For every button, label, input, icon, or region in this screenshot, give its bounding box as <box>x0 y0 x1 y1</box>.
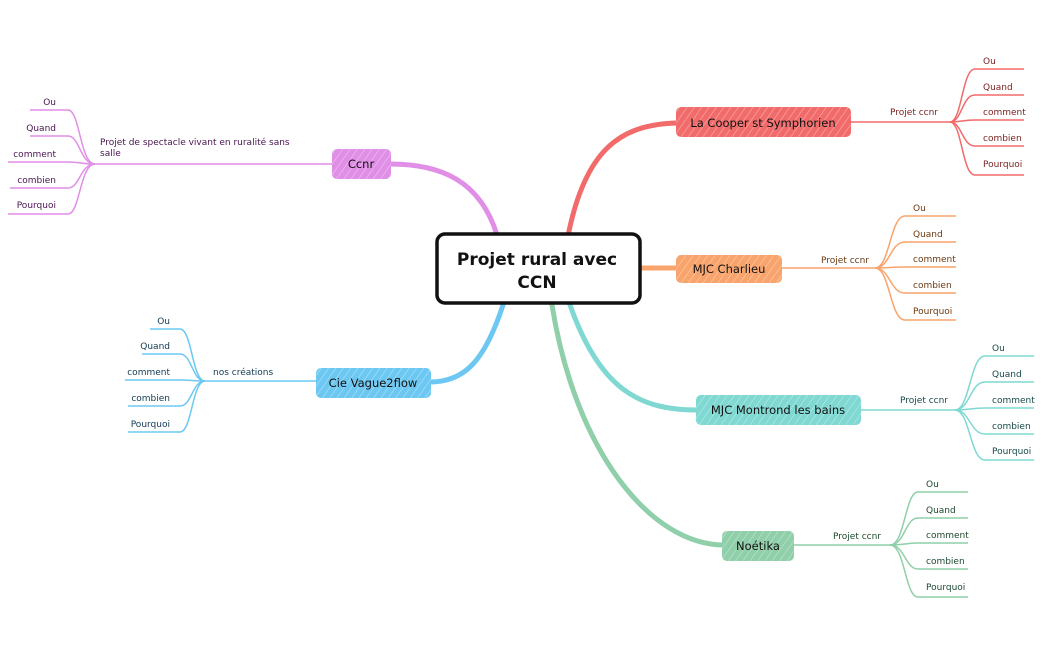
leaf-noetika-4: Pourquoi <box>926 583 965 593</box>
topic-cooper[interactable]: La Cooper st Symphorien <box>676 107 851 137</box>
leaf-vague-2: comment <box>127 368 170 378</box>
leaf-cooper-4: Pourquoi <box>983 160 1022 170</box>
center-title-line1: Projet rural avec <box>457 250 617 270</box>
leaf-noetika-3: combien <box>926 557 965 567</box>
leaf-noetika-2: comment <box>926 531 969 541</box>
connector-vague <box>427 302 506 385</box>
branch-ccnr-label-line1: Projet de spectacle vivant en ruralité s… <box>100 137 290 148</box>
leaf-vague-0: Ou <box>157 317 170 327</box>
branch-cooper <box>851 68 1024 176</box>
topic-vague[interactable]: Cie Vague2flow <box>316 368 431 398</box>
topic-ccnr[interactable]: Ccnr <box>332 149 391 179</box>
leaf-montrond-3: combien <box>992 422 1031 432</box>
leaf-cooper-3: combien <box>983 134 1022 144</box>
topic-vague-label: Cie Vague2flow <box>329 376 418 390</box>
leaf-cooper-0: Ou <box>983 57 996 67</box>
branch-noetika-label: Projet ccnr <box>833 532 881 542</box>
branch-noetika <box>794 491 968 598</box>
main-connectors <box>387 120 727 548</box>
topic-montrond[interactable]: MJC Montrond les bains <box>696 395 861 425</box>
topic-montrond-label: MJC Montrond les bains <box>711 403 845 417</box>
center-title-line2: CCN <box>517 273 556 293</box>
leaf-montrond-1: Quand <box>992 370 1022 380</box>
leaf-charlieu-0: Ou <box>913 204 926 214</box>
branch-vague <box>125 328 316 433</box>
topic-charlieu[interactable]: MJC Charlieu <box>676 255 782 283</box>
leaf-ccnr-2: comment <box>13 150 56 160</box>
branch-ccnr <box>8 109 332 215</box>
topic-noetika[interactable]: Noétika <box>722 531 794 561</box>
leaf-ccnr-0: Ou <box>43 98 56 108</box>
leaf-noetika-0: Ou <box>926 480 939 490</box>
leaf-ccnr-4: Pourquoi <box>17 201 56 211</box>
leaf-vague-4: Pourquoi <box>131 420 170 430</box>
leaf-vague-1: Quand <box>140 342 170 352</box>
connector-noetika <box>549 302 727 548</box>
leaf-vague-3: combien <box>131 394 170 404</box>
leaf-ccnr-3: combien <box>17 176 56 186</box>
leaf-charlieu-4: Pourquoi <box>913 307 952 317</box>
leaf-noetika-1: Quand <box>926 506 956 516</box>
branch-cooper-label: Projet ccnr <box>890 108 938 118</box>
topic-cooper-label: La Cooper st Symphorien <box>690 116 835 130</box>
leaf-montrond-0: Ou <box>992 344 1005 354</box>
connector-cooper <box>565 120 681 239</box>
leaf-charlieu-3: combien <box>913 281 952 291</box>
branch-charlieu-label: Projet ccnr <box>821 256 869 266</box>
branch-montrond <box>861 355 1034 461</box>
branch-charlieu <box>782 215 956 321</box>
center-node[interactable]: Projet rural avec CCN <box>435 232 642 305</box>
leaf-charlieu-2: comment <box>913 255 956 265</box>
topic-ccnr-label: Ccnr <box>348 157 375 171</box>
branch-ccnr-label-line2: salle <box>100 149 121 159</box>
leaf-ccnr-1: Quand <box>26 124 56 134</box>
leaf-charlieu-1: Quand <box>913 230 943 240</box>
connector-montrond <box>567 302 700 413</box>
branch-vague-label: nos créations <box>213 367 274 378</box>
branch-montrond-label: Projet ccnr <box>900 396 948 406</box>
leaf-cooper-2: comment <box>983 108 1026 118</box>
connector-ccnr <box>387 161 500 238</box>
topic-charlieu-label: MJC Charlieu <box>693 262 766 276</box>
topic-noetika-label: Noétika <box>736 539 780 553</box>
leaf-montrond-2: comment <box>992 396 1035 406</box>
leaf-cooper-1: Quand <box>983 83 1013 93</box>
leaf-montrond-4: Pourquoi <box>992 447 1031 457</box>
